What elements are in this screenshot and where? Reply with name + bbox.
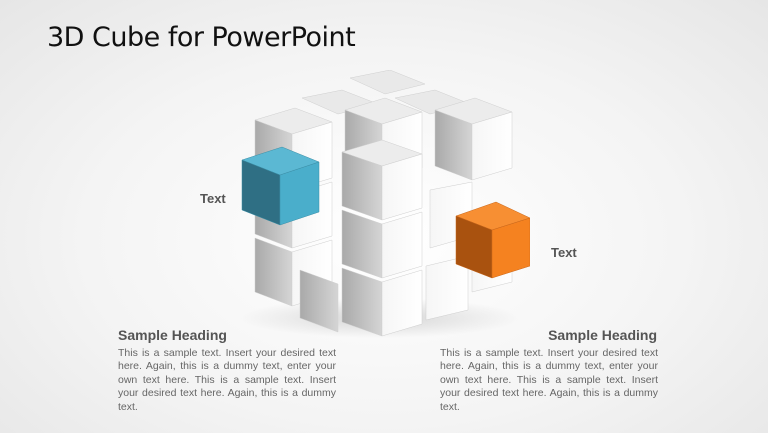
right-callout-label: Text bbox=[551, 245, 577, 260]
left-section-heading: Sample Heading bbox=[118, 327, 227, 343]
3d-cube-diagram bbox=[240, 70, 530, 338]
orange-cube bbox=[455, 201, 530, 279]
right-section-body: This is a sample text. Insert your desir… bbox=[440, 347, 658, 413]
slide-title: 3D Cube for PowerPoint bbox=[47, 22, 356, 53]
right-section-heading: Sample Heading bbox=[548, 327, 657, 343]
left-callout-label: Text bbox=[200, 191, 226, 206]
left-section-body: This is a sample text. Insert your desir… bbox=[118, 347, 336, 413]
blue-cube bbox=[241, 146, 320, 226]
